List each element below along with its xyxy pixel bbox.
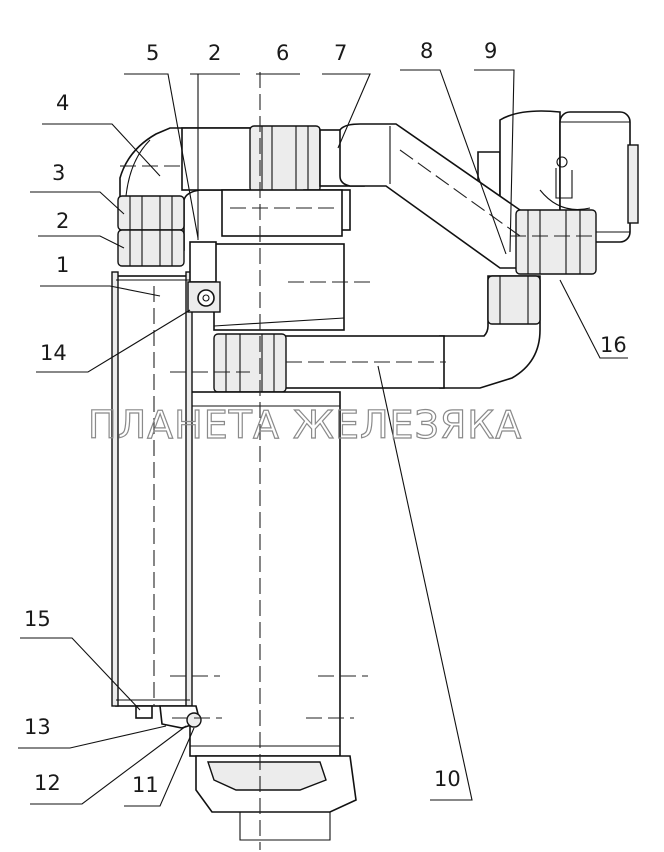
watermark-text: ПЛАНЕТА ЖЕЛЕЗЯКА: [88, 403, 522, 447]
mounting-bracket: [187, 241, 221, 313]
callout-2-left: 2: [56, 209, 69, 233]
callout-5: 5: [146, 41, 159, 65]
left-upper-clamps: [117, 195, 185, 267]
callout-16: 16: [600, 333, 627, 357]
callout-7: 7: [334, 41, 347, 65]
callout-2-top: 2: [208, 41, 221, 65]
callout-15: 15: [24, 607, 51, 631]
callout-8: 8: [420, 39, 433, 63]
callout-4: 4: [56, 91, 69, 115]
callout-9: 9: [484, 39, 497, 63]
callout-10: 10: [434, 767, 461, 791]
callout-1: 1: [56, 253, 69, 277]
center-lines: [120, 72, 596, 850]
callout-labels: 1 2 2 3 4 5 6 7 8 9 10 11 12 13 14 15 16: [24, 39, 627, 797]
pre-cleaner-tube: [111, 271, 202, 729]
air-cleaner-housing: [189, 243, 357, 841]
turbo-inlet-clamp: [515, 209, 597, 275]
callout-3: 3: [52, 161, 65, 185]
callout-6: 6: [276, 41, 289, 65]
lower-air-duct: [213, 275, 541, 393]
callout-11: 11: [132, 773, 159, 797]
callout-14: 14: [40, 341, 67, 365]
callout-13: 13: [24, 715, 51, 739]
callout-leaders: [18, 69, 628, 807]
callout-12: 12: [34, 771, 61, 795]
